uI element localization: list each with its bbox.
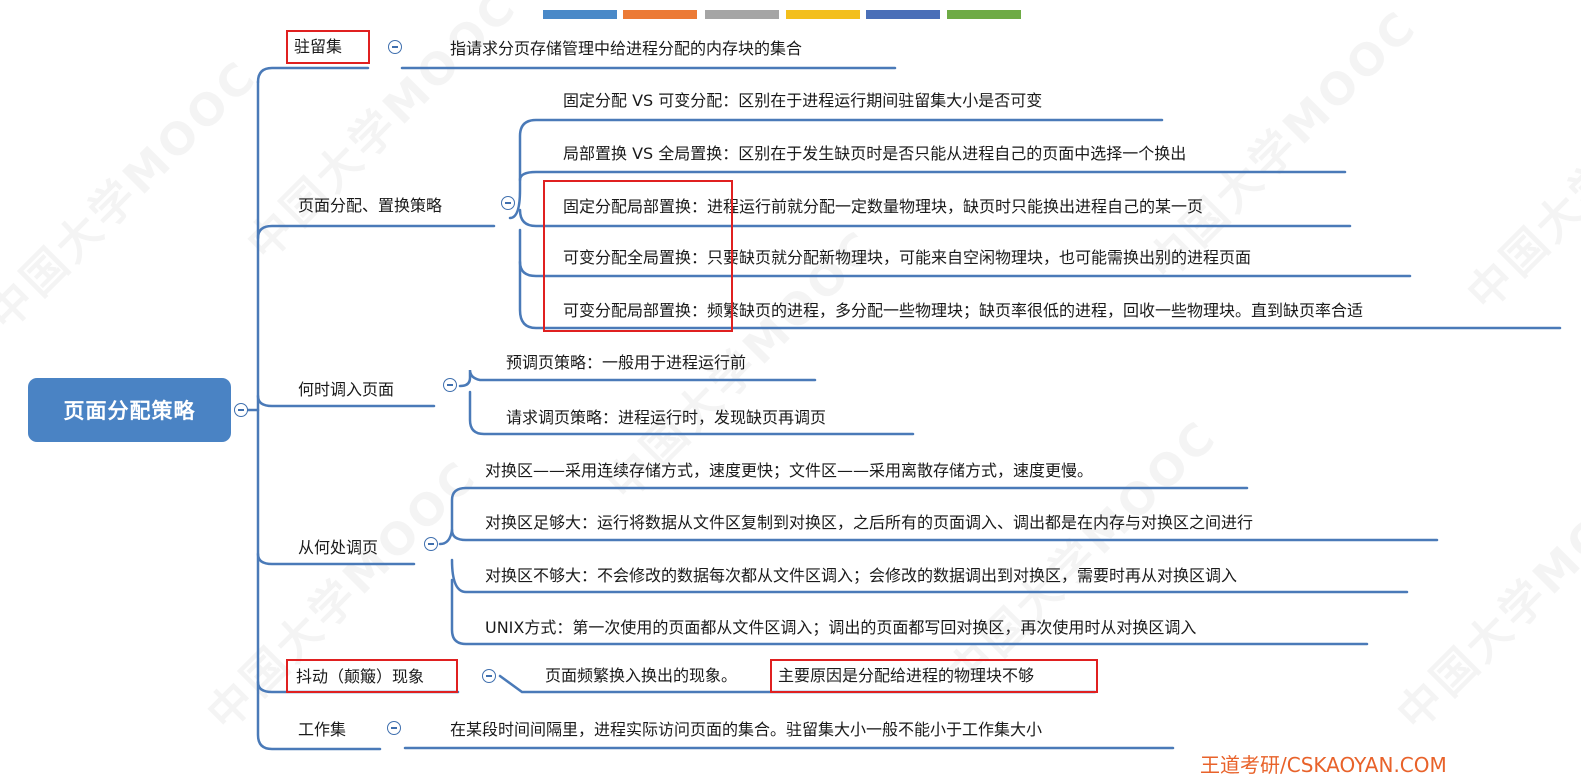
collapse-icon[interactable] — [482, 669, 496, 683]
alloc-item: 可变分配全局置换：只要缺页就分配新物理块，可能来自空闲物理块，也可能需换出别的进… — [563, 248, 1252, 267]
palette-swatch-4 — [786, 10, 860, 19]
branch-where-label[interactable]: 从何处调页 — [298, 538, 379, 557]
alloc-item: 固定分配局部置换：进程运行前就分配一定数量物理块，缺页时只能换出进程自己的某一页 — [563, 197, 1204, 216]
thrash-cause: 主要原因是分配给进程的物理块不够 — [778, 666, 1035, 685]
collapse-icon[interactable] — [387, 721, 401, 735]
root-node[interactable]: 页面分配策略 — [28, 378, 231, 442]
workset-description: 在某段时间间隔里，进程实际访问页面的集合。驻留集大小一般不能小于工作集大小 — [450, 720, 1043, 739]
collapse-icon[interactable] — [388, 40, 402, 54]
highlight-box — [543, 180, 733, 332]
palette-swatch-6 — [947, 10, 1021, 19]
collapse-icon[interactable] — [234, 403, 248, 417]
branch-workset-label[interactable]: 工作集 — [298, 720, 347, 739]
palette-swatch-5 — [866, 10, 940, 19]
highlight-box — [286, 30, 370, 64]
highlight-box — [770, 659, 1098, 693]
alloc-item: 局部置换 VS 全局置换：区别在于发生缺页时是否只能从进程自己的页面中选择一个换… — [563, 144, 1187, 163]
highlight-box — [286, 659, 458, 693]
when-item: 请求调页策略：进程运行时，发现缺页再调页 — [506, 408, 827, 427]
where-item: 对换区——采用连续存储方式，速度更快；文件区——采用离散存储方式，速度更慢。 — [485, 461, 1094, 480]
branch-alloc-label[interactable]: 页面分配、置换策略 — [298, 196, 443, 215]
collapse-icon[interactable] — [443, 378, 457, 392]
palette-swatch-1 — [543, 10, 617, 19]
root-label: 页面分配策略 — [63, 399, 196, 423]
collapse-icon[interactable] — [501, 196, 515, 210]
where-item: 对换区足够大：运行将数据从文件区复制到对换区，之后所有的页面调入、调出都是在内存… — [485, 513, 1254, 532]
when-item: 预调页策略：一般用于进程运行前 — [506, 353, 747, 372]
footer-brand: 王道考研/CSKAOYAN.COM — [1200, 753, 1447, 777]
branch-thrash-label[interactable]: 抖动（颠簸）现象 — [296, 667, 425, 686]
where-item: UNIX方式：第一次使用的页面都从文件区调入；调出的页面都写回对换区，再次使用时… — [485, 618, 1197, 637]
thrash-description: 页面频繁换入换出的现象。 — [545, 666, 738, 685]
where-item: 对换区不够大：不会修改的数据每次都从文件区调入；会修改的数据调出到对换区，需要时… — [485, 566, 1238, 585]
branch-resident-label[interactable]: 驻留集 — [294, 37, 343, 56]
alloc-item: 固定分配 VS 可变分配：区别在于进程运行期间驻留集大小是否可变 — [563, 91, 1043, 110]
resident-description: 指请求分页存储管理中给进程分配的内存块的集合 — [450, 39, 803, 58]
branch-when-label[interactable]: 何时调入页面 — [298, 380, 395, 399]
alloc-item: 可变分配局部置换：频繁缺页的进程，多分配一些物理块；缺页率很低的进程，回收一些物… — [563, 301, 1364, 320]
palette-swatch-3 — [705, 10, 779, 19]
collapse-icon[interactable] — [424, 537, 438, 551]
palette-swatch-2 — [623, 10, 697, 19]
